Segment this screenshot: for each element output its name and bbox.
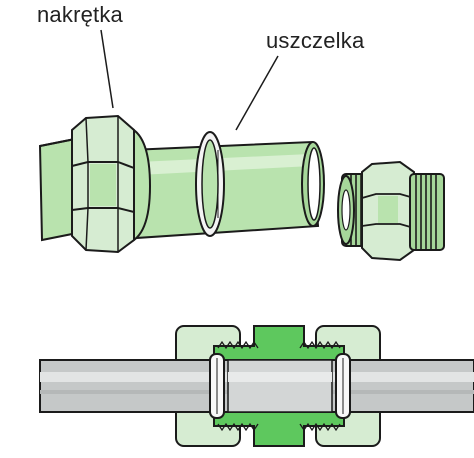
main-pipe <box>128 140 325 240</box>
thread-bottom-left <box>217 422 259 432</box>
seal-ring-left-section <box>209 353 225 419</box>
seal-label: uszczelka <box>266 28 365 53</box>
nut-label: nakrętka <box>37 2 123 27</box>
inner-bore <box>227 359 333 413</box>
thread-top-right <box>299 340 341 350</box>
seal-ring <box>195 131 225 237</box>
thread-bottom-right <box>299 422 341 432</box>
seal-leader-line <box>235 55 279 131</box>
right-thread <box>409 173 445 251</box>
seal-ring-right-section <box>335 353 351 419</box>
cross-section <box>39 325 474 447</box>
hex-nut <box>71 114 152 254</box>
nut-leader-line <box>100 29 114 109</box>
threaded-fitting <box>337 160 445 262</box>
thread-top-left <box>217 340 259 350</box>
fitting-hex-body <box>361 160 415 262</box>
